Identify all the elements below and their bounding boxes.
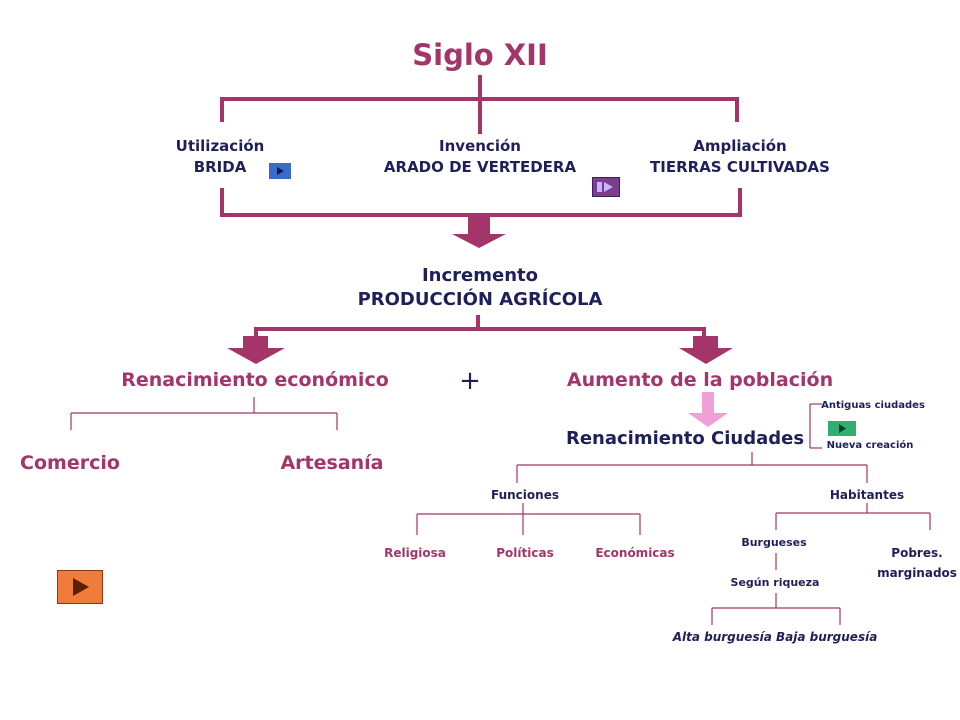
riqueza-label: Según riqueza [730,576,820,589]
play-icon [839,424,846,433]
top-center-line1: Invención [439,137,521,155]
down-arrow-icon [227,336,285,364]
pobres-label: Pobres. marginados [862,543,960,583]
next-slide-button[interactable] [57,570,103,604]
econ-tree [70,397,338,430]
baja-burguesia: Baja burguesía [775,630,878,644]
down-arrow-icon [679,336,733,364]
funciones-tree [416,503,641,535]
cities-play-button[interactable] [828,421,856,436]
pobres-line2: marginados [877,566,957,580]
cities-new-label: Nueva creación [826,440,914,451]
pobres-line1: Pobres. [891,546,943,560]
top-right-line1: Ampliación [693,137,787,155]
page-title: Siglo XII [412,38,548,72]
cities-bracket [809,403,822,449]
top-left-label: Utilización BRIDA [140,136,300,178]
funcion-politicas: Políticas [496,546,554,560]
increment-line2: PRODUCCIÓN AGRÍCOLA [357,289,603,310]
down-arrow-icon [452,217,506,248]
funcion-religiosa: Religiosa [384,546,446,560]
econ-title: Renacimiento económico [121,369,389,391]
increment-label: Incremento PRODUCCIÓN AGRÍCOLA [300,264,660,312]
play-icon [597,182,613,192]
increment-bracket [254,315,706,340]
alta-burguesia-label: Alta burguesía Baja burguesía [645,630,905,644]
cities-title: Renacimiento Ciudades [565,428,805,449]
down-arrow-icon [688,392,728,427]
top-bracket [220,75,742,217]
arado-play-button[interactable] [592,177,620,197]
habitantes-label: Habitantes [829,488,905,502]
top-right-label: Ampliación TIERRAS CULTIVADAS [625,136,855,178]
econ-comercio: Comercio [20,452,120,474]
brida-play-button[interactable] [269,163,291,179]
habitantes-tree [711,503,931,625]
top-center-line2: ARADO DE VERTEDERA [383,158,577,176]
top-left-line1: Utilización [175,137,265,155]
cities-tree [516,452,868,483]
funciones-label: Funciones [491,488,559,502]
cities-old-label: Antiguas ciudades [821,400,925,411]
econ-artesania: Artesanía [280,452,384,474]
play-icon [73,578,89,596]
top-right-line2: TIERRAS CULTIVADAS [650,158,830,176]
pop-title: Aumento de la población [566,369,834,391]
increment-line1: Incremento [421,265,538,286]
top-left-line2: BRIDA [193,158,247,176]
funcion-economicas: Económicas [595,546,675,560]
burgueses-label: Burgueses [741,536,807,549]
plus-sign: + [459,366,481,396]
alta-burguesia: Alta burguesía [672,630,772,644]
play-icon [277,167,284,175]
top-center-label: Invención ARADO DE VERTEDERA [360,136,600,178]
